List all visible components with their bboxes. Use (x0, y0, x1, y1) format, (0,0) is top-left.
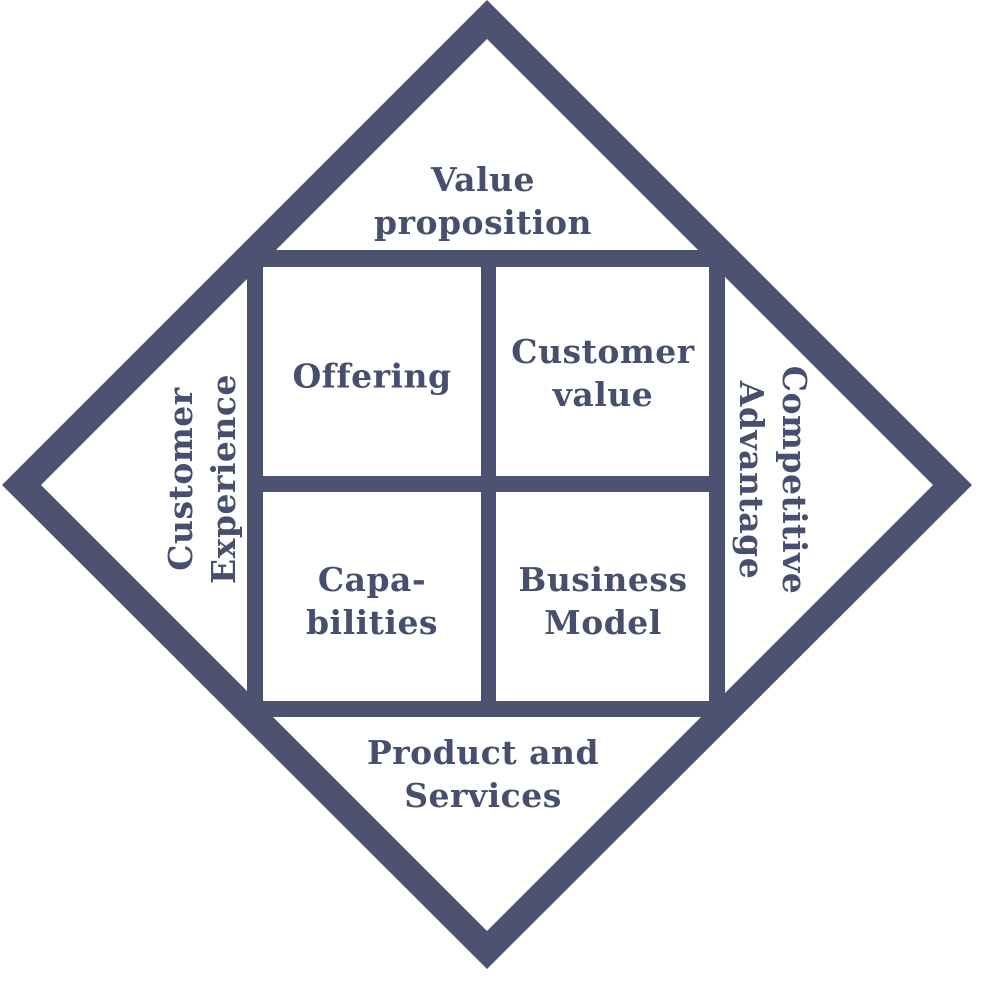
edge-label-value-proposition: Value proposition (374, 160, 592, 242)
cell-label-offering: Offering (292, 356, 452, 396)
cell-label-capabilities: Capa- bilities (305, 560, 439, 642)
grid-center-horizontal-bar (247, 476, 725, 492)
edge-label-customer-experience: Customer Experience (161, 374, 243, 584)
cell-label-business-model: Business Model (518, 560, 688, 642)
edge-label-product-and-services: Product and Services (366, 733, 600, 815)
cell-label-customer-value: Customer value (511, 332, 695, 414)
edge-label-competitive-advantage: Competitive Advantage (732, 365, 814, 595)
